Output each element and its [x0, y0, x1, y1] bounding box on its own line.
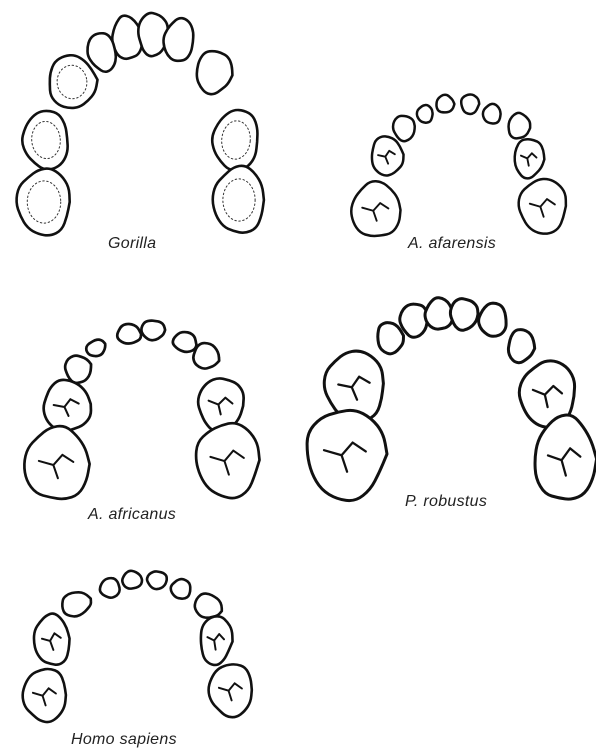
- afarensis-tooth-6: [506, 111, 532, 140]
- gorilla-tooth-6: [193, 49, 236, 97]
- africanus-dental-arcade: [24, 321, 259, 499]
- robustus-dental-arcade: [307, 298, 596, 501]
- sapiens-tooth-5: [59, 588, 95, 620]
- sapiens-dental-arcade: [23, 571, 252, 722]
- afarensis-tooth-2: [461, 94, 479, 114]
- gorilla-label: Gorilla: [108, 235, 156, 253]
- africanus-tooth-7: [41, 378, 93, 433]
- robustus-tooth-6: [506, 328, 537, 365]
- africanus-tooth-4: [84, 337, 109, 360]
- afarensis-tooth-4: [417, 105, 433, 123]
- africanus-label: A. africanus: [88, 506, 176, 524]
- sapiens-tooth-3: [98, 576, 122, 600]
- africanus-tooth-2: [141, 321, 165, 341]
- africanus-tooth-10: [196, 423, 259, 498]
- robustus-tooth-3: [450, 299, 478, 331]
- afarensis-tooth-3: [483, 104, 501, 124]
- afarensis-label: A. afarensis: [408, 235, 496, 253]
- afarensis-tooth-10: [519, 179, 566, 234]
- afarensis-tooth-8: [513, 138, 546, 180]
- sapiens-tooth-1: [122, 571, 142, 589]
- gorilla-tooth-10: [213, 166, 264, 233]
- sapiens-tooth-9: [23, 669, 66, 722]
- sapiens-tooth-4: [169, 577, 193, 601]
- sapiens-tooth-8: [198, 615, 234, 666]
- robustus-tooth-9: [307, 410, 387, 500]
- robustus-tooth-4: [479, 303, 507, 336]
- robustus-label: P. robustus: [405, 493, 487, 511]
- afarensis-tooth-1: [436, 95, 454, 113]
- gorilla-dental-arcade: [17, 13, 264, 235]
- sapiens-tooth-10: [209, 664, 252, 717]
- gorilla-tooth-9: [210, 108, 260, 172]
- afarensis-tooth-5: [391, 114, 417, 143]
- africanus-tooth-9: [24, 426, 89, 499]
- gorilla-tooth-8: [17, 169, 70, 236]
- robustus-tooth-2: [425, 298, 452, 329]
- africanus-tooth-1: [117, 324, 141, 344]
- sapiens-label: Homo sapiens: [71, 731, 177, 749]
- sapiens-tooth-7: [32, 612, 72, 666]
- gorilla-tooth-7: [20, 109, 70, 171]
- afarensis-dental-arcade: [351, 94, 566, 235]
- sapiens-tooth-2: [147, 571, 167, 589]
- robustus-tooth-1: [400, 304, 427, 337]
- afarensis-tooth-9: [351, 181, 400, 236]
